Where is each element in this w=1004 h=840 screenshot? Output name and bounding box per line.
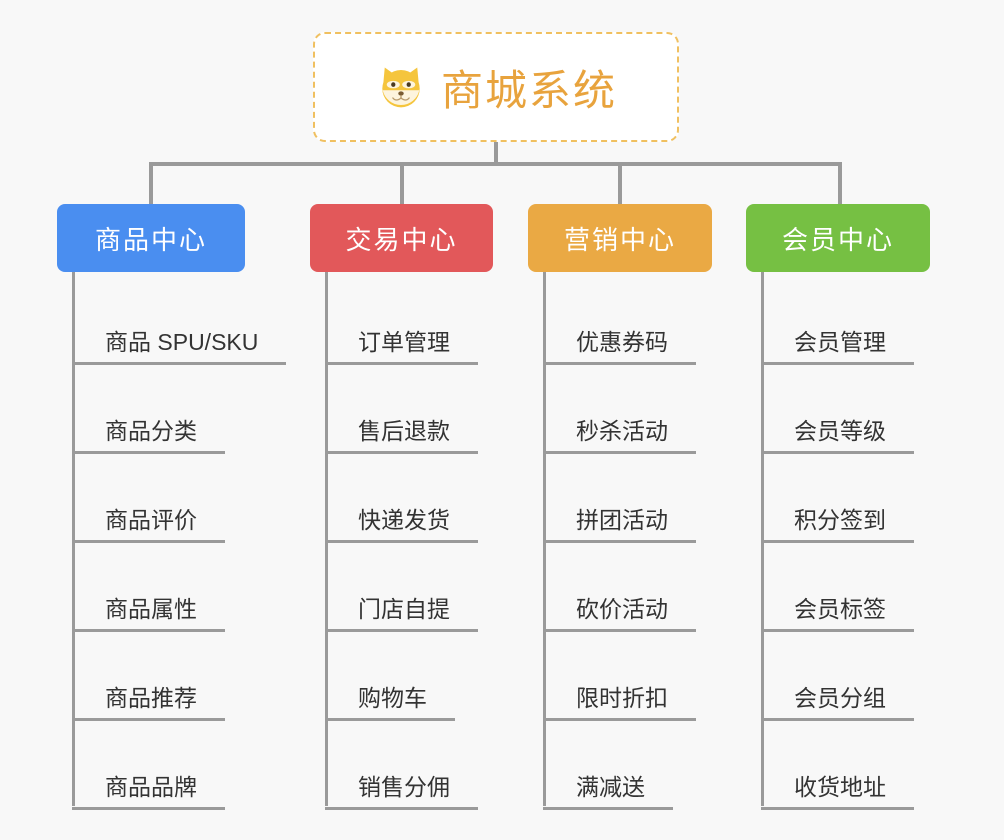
leaf-item-label: 会员管理	[761, 331, 914, 365]
leaf-item-label: 商品分类	[72, 420, 225, 454]
root-label: 商城系统	[440, 66, 617, 114]
leaf-item[interactable]: 商品品牌	[57, 721, 245, 810]
connector-bus	[149, 162, 842, 166]
leaf-item-label: 商品推荐	[72, 687, 225, 721]
leaf-item-label: 收货地址	[761, 776, 914, 810]
leaf-item[interactable]: 会员标签	[746, 543, 930, 632]
leaf-item[interactable]: 收货地址	[746, 721, 930, 810]
leaf-item[interactable]: 商品属性	[57, 543, 245, 632]
leaf-item[interactable]: 商品分类	[57, 365, 245, 454]
branch-column-product: 商品中心 商品 SPU/SKU 商品分类 商品评价 商品属性 商品推荐 商品品牌	[57, 204, 287, 810]
leaf-item-label: 会员分组	[761, 687, 914, 721]
branch-header-label: 交易中心	[345, 224, 458, 255]
leaf-item[interactable]: 会员等级	[746, 365, 930, 454]
branch-header-trade[interactable]: 交易中心	[310, 204, 493, 272]
branch-items-marketing: 优惠券码 秒杀活动 拼团活动 砍价活动 限时折扣 满减送	[528, 272, 712, 810]
branch-column-member: 会员中心 会员管理 会员等级 积分签到 会员标签 会员分组 收货地址	[746, 204, 930, 810]
branch-header-marketing[interactable]: 营销中心	[528, 204, 712, 272]
leaf-item[interactable]: 商品 SPU/SKU	[57, 276, 287, 365]
leaf-item[interactable]: 快递发货	[310, 454, 493, 543]
leaf-item[interactable]: 会员分组	[746, 632, 930, 721]
leaf-item[interactable]: 砍价活动	[528, 543, 712, 632]
leaf-item[interactable]: 商品评价	[57, 454, 245, 543]
leaf-item-label: 积分签到	[761, 509, 914, 543]
leaf-item-label: 会员标签	[761, 598, 914, 632]
branch-items-member: 会员管理 会员等级 积分签到 会员标签 会员分组 收货地址	[746, 272, 930, 810]
leaf-item[interactable]: 拼团活动	[528, 454, 712, 543]
leaf-item-label: 快递发货	[325, 509, 478, 543]
connector-drop-2	[400, 162, 404, 206]
leaf-item-label: 拼团活动	[543, 509, 696, 543]
leaf-item-label: 优惠券码	[543, 331, 696, 365]
root-node[interactable]: 商城系统	[313, 32, 679, 142]
branch-header-product[interactable]: 商品中心	[57, 204, 245, 272]
leaf-item-label: 商品属性	[72, 598, 225, 632]
branch-column-marketing: 营销中心 优惠券码 秒杀活动 拼团活动 砍价活动 限时折扣 满减送	[528, 204, 712, 810]
leaf-item-label: 秒杀活动	[543, 420, 696, 454]
branch-spine	[72, 272, 75, 806]
connector-drop-4	[838, 162, 842, 206]
branch-items-product: 商品 SPU/SKU 商品分类 商品评价 商品属性 商品推荐 商品品牌	[57, 272, 287, 810]
branch-header-label: 商品中心	[94, 224, 207, 255]
leaf-item[interactable]: 售后退款	[310, 365, 493, 454]
dog-face-icon	[375, 61, 427, 113]
leaf-item-label: 门店自提	[325, 598, 478, 632]
connector-drop-1	[149, 162, 153, 206]
leaf-item[interactable]: 商品推荐	[57, 632, 245, 721]
leaf-item[interactable]: 秒杀活动	[528, 365, 712, 454]
leaf-item-label: 商品 SPU/SKU	[72, 331, 287, 365]
branch-spine	[761, 272, 764, 806]
leaf-item-label: 限时折扣	[543, 687, 696, 721]
branch-items-trade: 订单管理 售后退款 快递发货 门店自提 购物车 销售分佣	[310, 272, 493, 810]
leaf-item[interactable]: 积分签到	[746, 454, 930, 543]
branch-header-label: 营销中心	[563, 224, 676, 255]
branch-header-member[interactable]: 会员中心	[746, 204, 930, 272]
leaf-item[interactable]: 购物车	[310, 632, 493, 721]
leaf-item-label: 售后退款	[325, 420, 478, 454]
leaf-item[interactable]: 限时折扣	[528, 632, 712, 721]
leaf-item[interactable]: 订单管理	[310, 276, 493, 365]
connector-drop-3	[618, 162, 622, 206]
branch-spine	[325, 272, 328, 806]
branch-spine	[543, 272, 546, 806]
leaf-item-label: 满减送	[543, 776, 673, 810]
leaf-item-label: 购物车	[325, 687, 455, 721]
leaf-item[interactable]: 会员管理	[746, 276, 930, 365]
branch-column-trade: 交易中心 订单管理 售后退款 快递发货 门店自提 购物车 销售分佣	[310, 204, 493, 810]
leaf-item[interactable]: 门店自提	[310, 543, 493, 632]
leaf-item-label: 会员等级	[761, 420, 914, 454]
leaf-item-label: 销售分佣	[325, 776, 478, 810]
leaf-item-label: 商品品牌	[72, 776, 225, 810]
leaf-item[interactable]: 满减送	[528, 721, 712, 810]
leaf-item-label: 订单管理	[325, 331, 478, 365]
leaf-item[interactable]: 优惠券码	[528, 276, 712, 365]
leaf-item-label: 砍价活动	[543, 598, 696, 632]
leaf-item[interactable]: 销售分佣	[310, 721, 493, 810]
branch-header-label: 会员中心	[781, 224, 894, 255]
connector-root-stem	[494, 142, 498, 166]
leaf-item-label: 商品评价	[72, 509, 225, 543]
